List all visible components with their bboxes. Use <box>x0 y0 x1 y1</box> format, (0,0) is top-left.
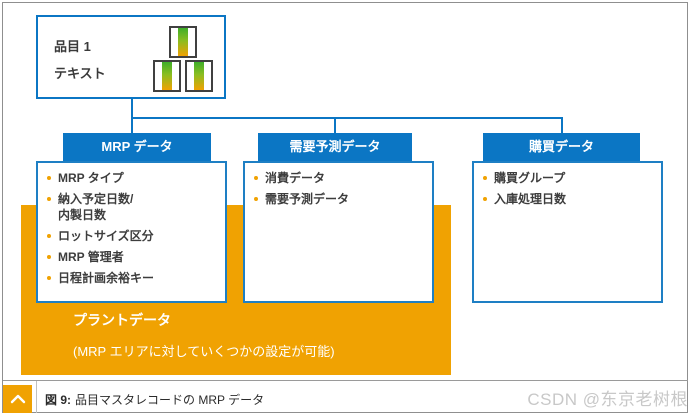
chevron-up-icon <box>10 394 25 404</box>
plant-data-title: プラントデータ <box>73 312 171 328</box>
bullet-icon <box>254 197 258 201</box>
list-item-label: ロットサイズ区分 <box>58 229 154 243</box>
connector-vertical-top <box>131 99 133 133</box>
mrp-data-list: MRP タイプ 納入予定日数/ 内製日数 ロットサイズ区分 MRP 管理者 日程… <box>36 161 227 303</box>
list-item: ロットサイズ区分 <box>42 228 219 244</box>
package-stripe <box>162 62 172 90</box>
bullet-icon <box>483 197 487 201</box>
list-item-label: 購買グループ <box>494 171 566 185</box>
package-box-icon <box>185 60 213 92</box>
bullet-icon <box>47 234 51 238</box>
list-item: 消費データ <box>249 170 426 186</box>
forecast-data-list: 消費データ 需要予測データ <box>243 161 434 303</box>
list-item: 購買グループ <box>478 170 655 186</box>
figure-caption-text: 品目マスタレコードの MRP データ <box>75 393 265 407</box>
item-box-line1: 品目 1 <box>54 39 91 54</box>
item-box-text: 品目 1 テキスト <box>54 33 106 87</box>
list-item-label: 入庫処理日数 <box>494 192 567 206</box>
item-master-box: 品目 1 テキスト <box>36 15 226 99</box>
pkg-row-top <box>152 24 214 58</box>
bullet-icon <box>47 276 51 280</box>
list-item: 需要予測データ <box>249 191 426 207</box>
collapse-figure-button[interactable] <box>3 385 32 413</box>
plant-data-note: (MRP エリアに対していくつかの設定が可能) <box>73 344 335 359</box>
connector-vertical-middle <box>334 119 336 133</box>
caption-divider <box>3 380 688 381</box>
caption-separator-line <box>36 381 37 413</box>
list-item-label: MRP タイプ <box>58 171 124 185</box>
package-stripe <box>178 28 188 56</box>
header-mrp-data: MRP データ <box>63 133 211 161</box>
list-item: 納入予定日数/ 内製日数 <box>42 191 219 223</box>
figure-caption: 図 9:品目マスタレコードの MRP データ <box>45 391 264 408</box>
list-item: 入庫処理日数 <box>478 191 655 207</box>
list-item-label: 納入予定日数/ 内製日数 <box>58 192 134 222</box>
list-item-label: 日程計画余裕キー <box>58 271 155 285</box>
connector-horizontal <box>131 117 563 119</box>
list-item: MRP 管理者 <box>42 249 219 265</box>
pkg-row-bottom <box>152 58 214 92</box>
list-item: 日程計画余裕キー <box>42 270 219 286</box>
item-box-line2: テキスト <box>54 66 106 81</box>
package-box-icon <box>153 60 181 92</box>
bullet-icon <box>47 255 51 259</box>
list-item: MRP タイプ <box>42 170 219 186</box>
package-stripe <box>194 62 204 90</box>
header-purchasing-data: 購買データ <box>483 133 640 161</box>
csdn-watermark: CSDN @东京老树根 <box>527 390 688 409</box>
bullet-icon <box>483 176 487 180</box>
header-forecast-data: 需要予測データ <box>258 133 412 161</box>
list-item-label: MRP 管理者 <box>58 250 124 264</box>
connector-vertical-right <box>561 119 563 133</box>
package-box-icon <box>169 26 197 58</box>
bullet-icon <box>47 176 51 180</box>
bullet-icon <box>47 197 51 201</box>
stacked-boxes-icon <box>152 24 214 92</box>
list-item-label: 需要予測データ <box>265 192 350 206</box>
bullet-icon <box>254 176 258 180</box>
figure-number-label: 図 9: <box>45 393 72 407</box>
purchasing-data-list: 購買グループ 入庫処理日数 <box>472 161 663 303</box>
list-item-label: 消費データ <box>265 171 326 185</box>
